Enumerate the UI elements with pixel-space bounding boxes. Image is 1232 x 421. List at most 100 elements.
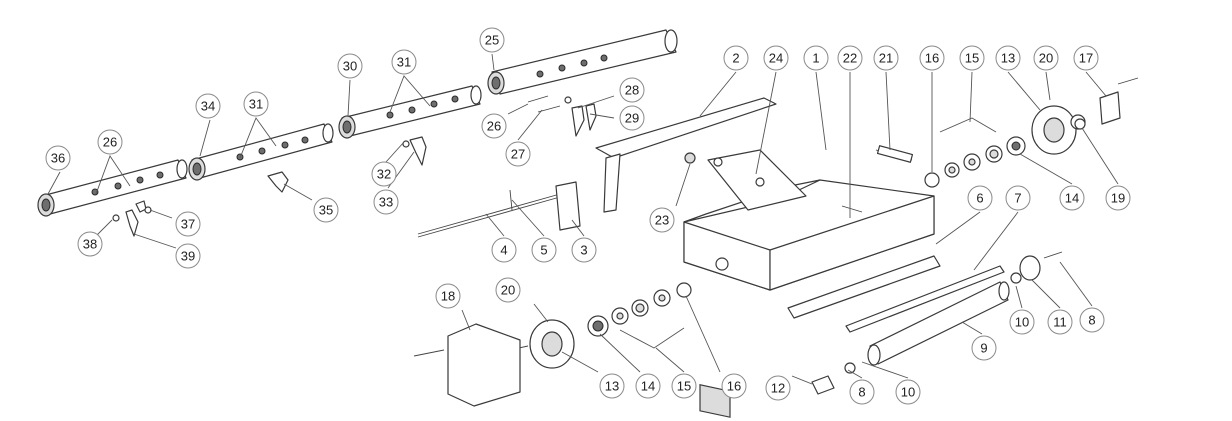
callout-circle	[635, 373, 661, 399]
callout-number: 31	[397, 55, 411, 70]
callout-number: 36	[51, 151, 65, 166]
callout-number: 38	[83, 237, 97, 252]
callout-number: 14	[641, 379, 655, 394]
callout-circle	[1073, 45, 1099, 71]
callout-circle	[849, 379, 875, 405]
callout-9: 9	[971, 335, 997, 361]
tine-33	[402, 136, 427, 166]
rotor-tube-25	[487, 29, 678, 95]
bar-7	[845, 265, 1005, 333]
callout-number: 30	[343, 59, 357, 74]
callout-number: 2	[732, 51, 739, 66]
callout-circle	[373, 189, 399, 215]
callout-28: 28	[619, 77, 645, 103]
tine-39	[112, 209, 139, 237]
callout-circle	[959, 45, 985, 71]
callout-circle	[175, 211, 201, 237]
callout-13: 13	[599, 373, 625, 399]
callout-number: 8	[1088, 313, 1095, 328]
callout-circle	[371, 161, 397, 187]
callout-circle	[175, 243, 201, 269]
callout-circle	[97, 129, 123, 155]
callout-circle	[803, 45, 829, 71]
callout-number: 4	[500, 243, 507, 258]
callout-number: 3	[580, 243, 587, 258]
guard-18	[413, 323, 521, 407]
callout-14: 14	[635, 373, 661, 399]
bearing-stack-right	[924, 136, 1026, 188]
callout-number: 14	[1065, 191, 1079, 206]
callout-35: 35	[313, 197, 339, 223]
callout-32: 32	[371, 161, 397, 187]
callout-33: 33	[373, 189, 399, 215]
plate-6	[787, 255, 941, 319]
callout-circle	[1105, 185, 1131, 211]
callout-11: 11	[1047, 309, 1073, 335]
callout-circle	[495, 277, 521, 303]
callout-34: 34	[195, 93, 221, 119]
callout-number: 11	[1053, 315, 1067, 330]
callout-circle	[479, 27, 505, 53]
callout-circle	[1079, 307, 1105, 333]
callout-circle	[873, 45, 899, 71]
callout-number: 7	[1014, 191, 1021, 206]
callout-10: 10	[1009, 309, 1035, 335]
callout-27: 27	[505, 141, 531, 167]
callout-8: 8	[849, 379, 875, 405]
callout-circle	[763, 45, 789, 71]
callout-number: 16	[727, 379, 741, 394]
callout-circle	[971, 335, 997, 361]
callout-37: 37	[175, 211, 201, 237]
callout-circle	[1047, 309, 1073, 335]
callout-1: 1	[803, 45, 829, 71]
callout-circle	[765, 375, 791, 401]
roller-9	[867, 281, 1010, 366]
hub-13-right	[1031, 105, 1086, 155]
callout-number: 37	[181, 217, 195, 232]
callout-number: 29	[625, 111, 639, 126]
callout-number: 20	[501, 283, 515, 298]
callout-number: 1	[812, 51, 819, 66]
callout-number: 22	[843, 51, 857, 66]
callout-number: 24	[769, 51, 783, 66]
cap-17-19	[1074, 77, 1139, 130]
callout-3: 3	[571, 237, 597, 263]
callout-number: 18	[441, 289, 455, 304]
callout-circle	[491, 237, 517, 263]
callout-circle	[1059, 185, 1085, 211]
leader-lines	[47, 53, 1119, 385]
end-cap-11	[1010, 251, 1063, 284]
callout-17: 17	[1073, 45, 1099, 71]
callout-number: 13	[605, 379, 619, 394]
callout-number: 33	[379, 195, 393, 210]
callout-2: 2	[723, 45, 749, 71]
housing-1	[683, 179, 935, 418]
callout-circle	[1009, 309, 1035, 335]
callout-38: 38	[77, 231, 103, 257]
callout-18: 18	[435, 283, 461, 309]
washer-23	[684, 152, 696, 164]
callout-26: 26	[481, 113, 507, 139]
callout-6: 6	[967, 185, 993, 211]
callout-circle	[481, 113, 507, 139]
bracket-24	[707, 149, 807, 211]
callout-number: 19	[1111, 191, 1125, 206]
callout-16: 16	[721, 373, 747, 399]
callout-circle	[837, 45, 863, 71]
callout-circle	[1005, 185, 1031, 211]
callout-circle	[895, 379, 921, 405]
callout-number: 35	[319, 203, 333, 218]
callout-number: 6	[976, 191, 983, 206]
callout-13: 13	[995, 45, 1021, 71]
callout-number: 9	[980, 341, 987, 356]
callout-circle	[1033, 45, 1059, 71]
callout-circle	[531, 237, 557, 263]
callout-26: 26	[97, 129, 123, 155]
callout-number: 26	[103, 135, 117, 150]
callout-30: 30	[337, 53, 363, 79]
callout-number: 5	[540, 243, 547, 258]
callout-circle	[599, 373, 625, 399]
tine-35	[267, 171, 289, 193]
callout-circle	[243, 91, 269, 117]
